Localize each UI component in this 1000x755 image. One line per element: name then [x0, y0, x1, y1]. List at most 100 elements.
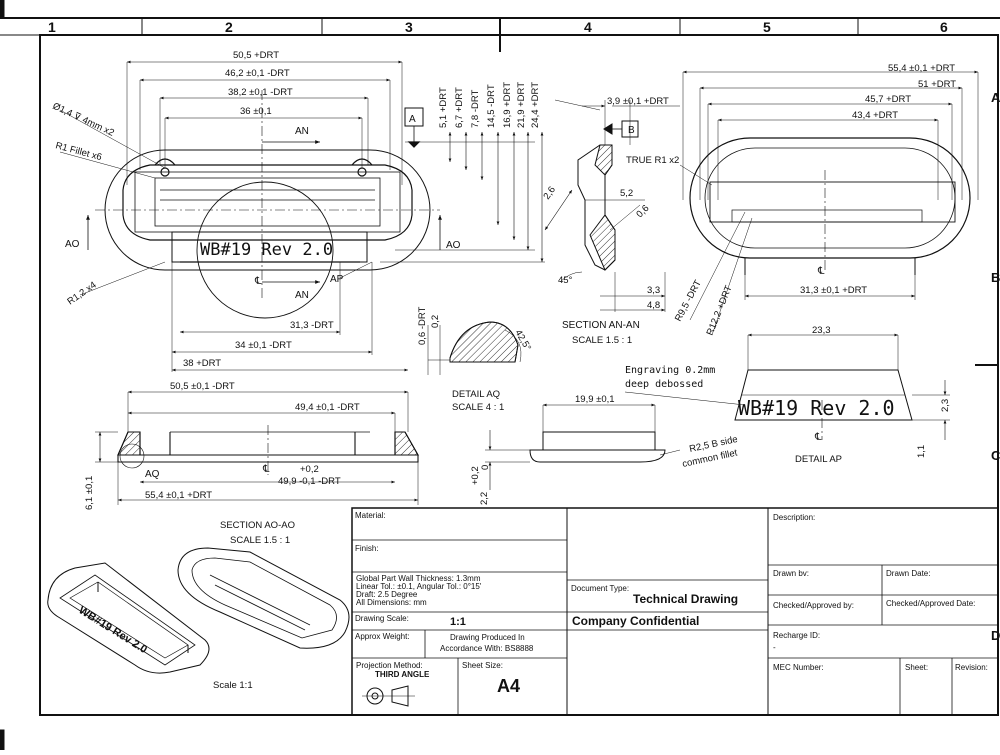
radius-callout: R1,2 x4 [65, 280, 98, 308]
dim-v-6-7: 6,7 +DRT [454, 87, 465, 128]
datum-a: A [409, 114, 416, 125]
dim-50-5: 50,5 +DRT [233, 50, 279, 61]
detail-ap-title: DETAIL AP [795, 454, 842, 465]
tb-sheet-size: A4 [497, 676, 520, 696]
engraving-text: WB#19 Rev 2.0 [200, 240, 333, 260]
tb-doctype: Technical Drawing [633, 592, 738, 606]
dim-45deg: 45° [558, 275, 573, 286]
tol-plus: +0,2 [470, 466, 481, 485]
lower-section-view [95, 390, 419, 505]
dim-34: 34 ±0,1 -DRT [235, 340, 292, 351]
dim-0-6: 0,6 [634, 203, 651, 220]
tb-scale: 1:1 [450, 616, 466, 628]
dim-r9-5: R9,5 -DRT [673, 278, 704, 323]
dim-3-9: 3,9 ±0,1 +DRT [607, 96, 669, 107]
detail-aq-scale: SCALE 4 : 1 [452, 402, 504, 413]
centre-mark-ap: ℄ [814, 432, 822, 443]
dim-lower-plus02: +0,2 [300, 464, 319, 475]
tb-produced-2: Accordance With: BS8888 [440, 644, 534, 653]
label-ap: AP [330, 274, 344, 285]
dim-r12-2: R12,2 +DRT [705, 284, 735, 337]
isometric-text: SECTION AO-AO SCALE 1.5 : 1 WB#19 Rev 2.… [76, 520, 295, 691]
row-d: D [991, 628, 1000, 643]
tb-description: Description: [773, 513, 815, 522]
true-r-callout: TRUE R1 x2 [626, 155, 679, 166]
datum-b: B [628, 125, 635, 136]
tb-note-2: Linear Tol.: ±0.1, Angular Tol.: 0°15' [356, 582, 482, 591]
dim-lower-6-1: 6,1 ±0,1 [84, 476, 95, 510]
tb-mec: MEC Number: [773, 663, 824, 672]
dim-v-5-1: 5,1 +DRT [438, 87, 449, 128]
centre-mark-right: ℄ [817, 266, 825, 277]
iso-engraving: WB#19 Rev 2.0 [76, 604, 149, 656]
centre-mark-lower: ℄ [262, 464, 270, 475]
tb-drawn-by: Drawn bv: [773, 569, 809, 578]
tb-revision: Revision: [955, 663, 988, 672]
dim-lower-49-9: 49,9 -0,1 -DRT [278, 476, 341, 487]
tb-drawn-date: Drawn Date: [886, 569, 930, 578]
dim-2-2: 2,2 [479, 492, 490, 505]
tb-projection: THIRD ANGLE [375, 670, 430, 679]
tb-doctype-label: Document Type: [571, 584, 629, 593]
tb-produced-1: Drawing Produced In [450, 633, 525, 642]
row-a: A [991, 90, 1000, 105]
tb-note-4: All Dimensions: mm [356, 598, 427, 607]
dim-45-7: 45,7 +DRT [865, 94, 911, 105]
dim-v-14-5: 14,5 -DRT [486, 84, 497, 128]
tb-recharge-value: - [773, 643, 776, 652]
dim-ap-2-3: 2,3 [940, 399, 951, 412]
zone-6: 6 [940, 19, 948, 35]
dim-v-7-8: 7,8 -DRT [470, 89, 481, 128]
section-ao-scale: SCALE 1.5 : 1 [230, 535, 290, 546]
dim-2-6: 2,6 [541, 185, 558, 202]
tb-material: Material: [355, 511, 386, 520]
tol-zero: 0 [480, 465, 491, 470]
tb-checked-date: Checked/Approved Date: [886, 599, 975, 608]
engraving-note-2: deep debossed [625, 379, 703, 390]
section-ao-title: SECTION AO-AO [220, 520, 295, 531]
dim-ap-width: 23,3 [812, 325, 831, 336]
zone-4: 4 [584, 19, 592, 35]
tb-weight: Approx Weight: [355, 632, 410, 641]
tb-note-1: Global Part Wall Thickness: 1.3mm [356, 574, 481, 583]
label-ao-right: AO [446, 240, 461, 251]
isometric-views [47, 547, 350, 674]
dim-v-24-4: 24,4 +DRT [530, 82, 541, 128]
vertical-dims: 5,1 +DRT 6,7 +DRT 7,8 -DRT 14,5 -DRT 16,… [438, 82, 541, 128]
dim-55-4: 55,4 ±0,1 +DRT [888, 63, 955, 74]
right-plan-view [679, 70, 979, 336]
dim-4-8: 4,8 [647, 300, 660, 311]
dim-51: 51 +DRT [918, 79, 956, 90]
dim-38-2: 38,2 ±0,1 -DRT [228, 87, 293, 98]
tb-confidential: Company Confidential [572, 614, 699, 628]
dim-5-2: 5,2 [620, 188, 633, 199]
detail-aq-title: DETAIL AQ [452, 389, 500, 400]
plan-view [59, 60, 545, 372]
row-c: C [991, 448, 1000, 463]
zone-numbers: 1 2 3 4 5 6 [48, 19, 948, 35]
engraving-note-1: Engraving 0.2mm [625, 365, 715, 376]
dim-aq-02: 0,2 [430, 315, 441, 328]
detail-ap [624, 333, 950, 440]
dim-v-16-9: 16,9 +DRT [502, 82, 513, 128]
dim-38: 38 +DRT [183, 358, 221, 369]
tb-recharge: Recharge ID: [773, 631, 820, 640]
label-an-bottom: AN [295, 290, 309, 301]
dim-lower-50-5: 50,5 ±0,1 -DRT [170, 381, 235, 392]
zone-2: 2 [225, 19, 233, 35]
tb-note-3: Draft: 2.5 Degree [356, 590, 418, 599]
dim-ap-1-1: 1,1 [916, 445, 927, 458]
section-an-title: SECTION AN-AN [562, 320, 640, 331]
dim-31-3-right: 31,3 ±0,1 +DRT [800, 285, 867, 296]
row-letters: A B C D [991, 90, 1000, 643]
label-an-top: AN [295, 126, 309, 137]
zone-3: 3 [405, 19, 413, 35]
title-block [351, 507, 999, 716]
dim-aq-06: 0,6 -DRT [417, 306, 428, 345]
tb-checked-by: Checked/Approved by: [773, 601, 854, 610]
tb-scale-label: Drawing Scale: [355, 614, 409, 623]
tb-projection-label: Projection Method: [356, 661, 423, 670]
side-view [485, 403, 681, 490]
